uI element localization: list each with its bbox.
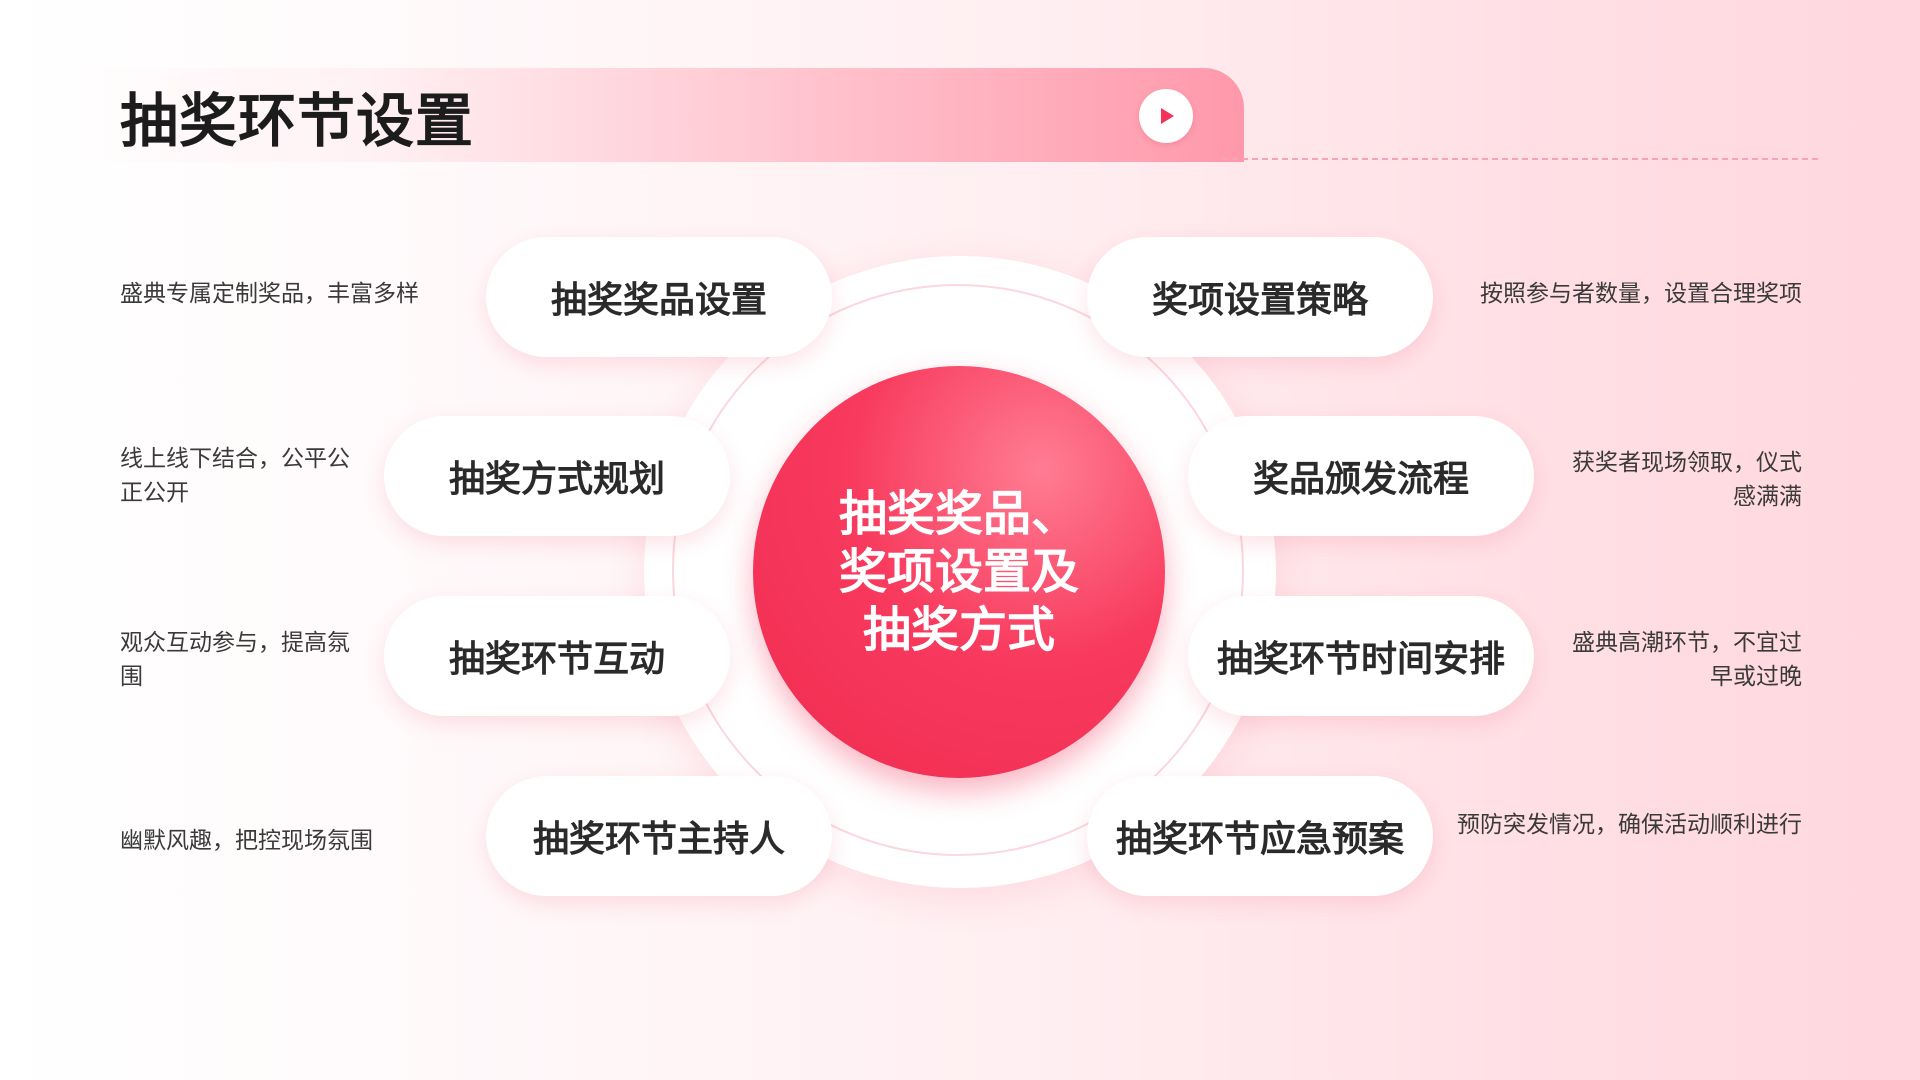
description-host: 幽默风趣，把控现场氛围 [120, 828, 373, 854]
pill-draw-method: 抽奖方式规划 [384, 416, 730, 536]
pill-label: 抽奖环节主持人 [532, 819, 785, 860]
pill-award-strategy: 奖项设置策略 [1087, 237, 1433, 357]
play-button[interactable] [1139, 89, 1193, 143]
page-title: 抽奖环节设置 [120, 87, 475, 155]
title-divider [1222, 158, 1818, 160]
description-contingency: 预防突发情况，确保活动顺利进行 [1457, 812, 1802, 838]
pill-label: 奖项设置策略 [1151, 280, 1368, 321]
pill-interaction: 抽奖环节互动 [384, 596, 730, 716]
description-interaction: 观众互动参与，提高氛围 [120, 630, 350, 690]
pill-label: 抽奖奖品设置 [550, 280, 767, 321]
description-prize-setup: 盛典专属定制奖品，丰富多样 [120, 281, 419, 307]
description-draw-method: 线上线下结合，公平公正公开 [120, 446, 350, 506]
center-circle: 抽奖奖品、奖项设置及抽奖方式 [753, 366, 1165, 778]
pill-label: 抽奖方式规划 [448, 459, 665, 500]
description-award-process: 获奖者现场领取，仪式感满满 [1572, 450, 1802, 510]
pill-label: 抽奖环节时间安排 [1216, 639, 1505, 680]
pill-prize-setup: 抽奖奖品设置 [486, 237, 832, 357]
pill-label: 抽奖环节应急预案 [1115, 819, 1404, 860]
description-schedule: 盛典高潮环节，不宜过早或过晚 [1572, 630, 1802, 690]
pill-award-process: 奖品颁发流程 [1188, 416, 1534, 536]
pill-schedule: 抽奖环节时间安排 [1188, 596, 1534, 716]
play-icon [1161, 108, 1174, 124]
title-banner [70, 68, 1244, 162]
pill-host: 抽奖环节主持人 [486, 776, 832, 896]
pill-label: 奖品颁发流程 [1252, 459, 1469, 500]
description-award-strategy: 按照参与者数量，设置合理奖项 [1480, 281, 1802, 307]
pill-contingency: 抽奖环节应急预案 [1087, 776, 1433, 896]
center-text: 抽奖奖品、奖项设置及抽奖方式 [838, 486, 1079, 658]
inner-ring [672, 284, 1244, 856]
pill-label: 抽奖环节互动 [448, 639, 665, 680]
